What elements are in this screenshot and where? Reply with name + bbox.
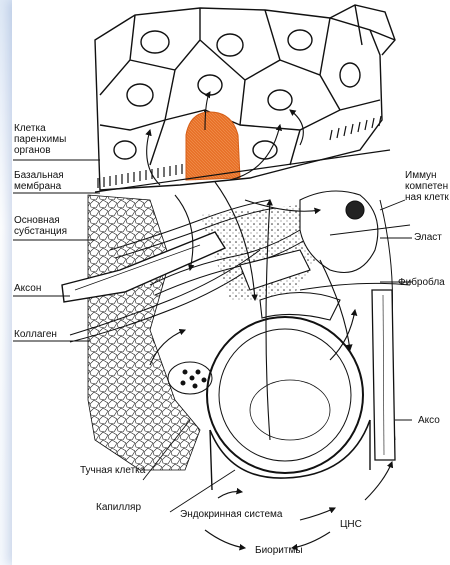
label-elastin: Эласт xyxy=(414,232,442,243)
label-axon-right: Аксо xyxy=(418,415,440,426)
label-cns: ЦНС xyxy=(340,519,362,530)
label-immune-cell: Иммун компетен ная клетк xyxy=(405,170,449,203)
capillary-vessel xyxy=(207,317,370,490)
system-arrows xyxy=(205,462,392,548)
axon-right-fiber xyxy=(372,290,395,460)
label-biorhythms: Биоритмы xyxy=(255,545,303,556)
label-mast-cell: Тучная клетка xyxy=(80,465,145,476)
epithelium-layer xyxy=(95,5,395,190)
label-fibroblast: Фибробла xyxy=(398,277,445,288)
label-parenchyma-cell: Клетка паренхимы органов xyxy=(14,123,66,156)
highlighted-parenchyma-cell xyxy=(186,112,240,180)
label-endocrine-system: Эндокринная система xyxy=(180,509,282,520)
label-axon-left: Аксон xyxy=(14,283,41,294)
label-ground-substance: Основная субстанция xyxy=(14,215,67,237)
label-basal-membrane: Базальная мембрана xyxy=(14,170,64,192)
label-capillary: Капилляр xyxy=(96,502,141,513)
label-collagen: Коллаген xyxy=(14,329,57,340)
mast-cell xyxy=(168,362,212,394)
